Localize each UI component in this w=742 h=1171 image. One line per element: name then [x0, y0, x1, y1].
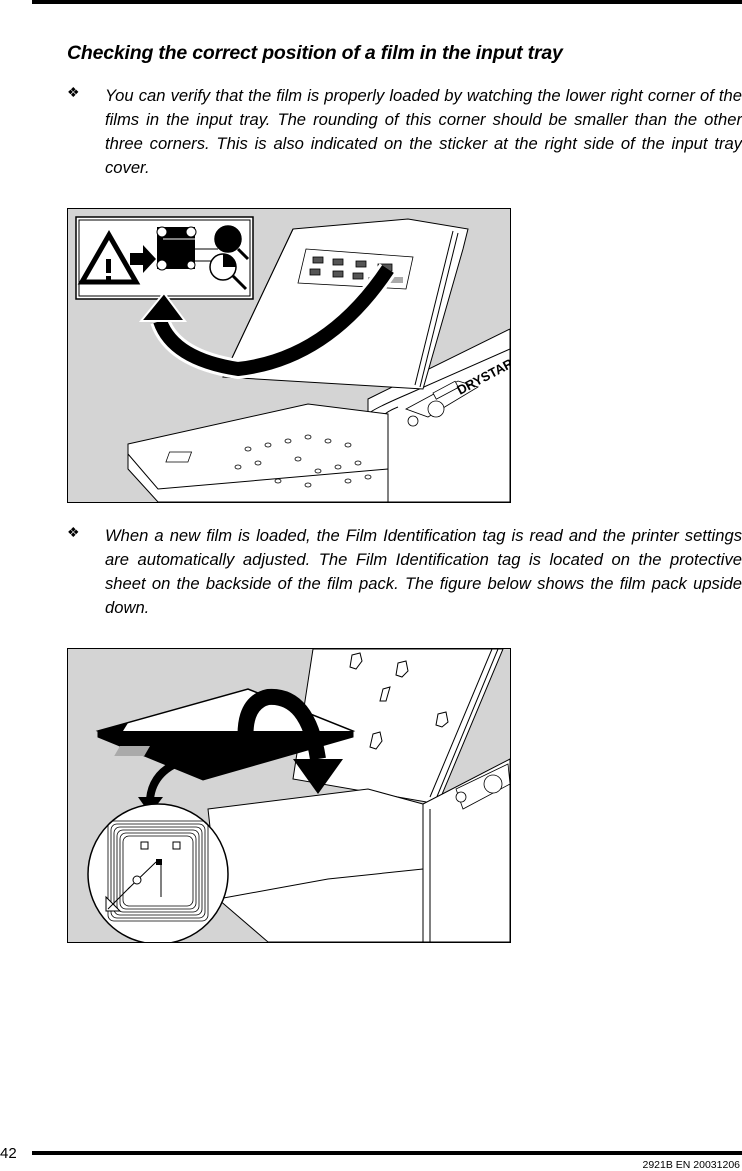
figure-input-tray-sticker: DRYSTAR — [67, 208, 511, 503]
top-rule — [32, 0, 742, 4]
film-corner-icon — [156, 226, 218, 271]
rfid-tag-icon — [87, 803, 229, 942]
bullet-icon: ❖ — [67, 84, 80, 100]
document-id: 2921B EN 20031206 — [642, 1159, 741, 1171]
bullet-icon: ❖ — [67, 524, 80, 540]
bullet-paragraph-2: ❖ When a new film is loaded, the Film Id… — [67, 524, 742, 620]
paragraph-text: When a new film is loaded, the Film Iden… — [105, 526, 742, 617]
cover-cutouts — [349, 652, 449, 750]
printer-body-illustration — [207, 649, 510, 942]
footer-rule — [32, 1151, 742, 1155]
flip-arrow-icon — [237, 688, 343, 794]
paragraph-text: You can verify that the film is properly… — [105, 86, 742, 177]
bullet-paragraph-1: ❖ You can verify that the film is proper… — [67, 84, 742, 180]
tray-holes-illustration — [165, 434, 372, 488]
figure-film-pack-tag — [67, 648, 511, 943]
warning-triangle-icon — [77, 229, 141, 285]
control-panel-illustration — [405, 380, 479, 427]
curved-arrow-icon — [138, 263, 397, 380]
magnifier-icon — [209, 225, 250, 291]
page-number: 42 — [0, 1145, 17, 1162]
arrow-right-icon — [130, 245, 156, 273]
section-heading: Checking the correct position of a film … — [67, 42, 563, 64]
control-panel-illustration — [455, 763, 510, 810]
